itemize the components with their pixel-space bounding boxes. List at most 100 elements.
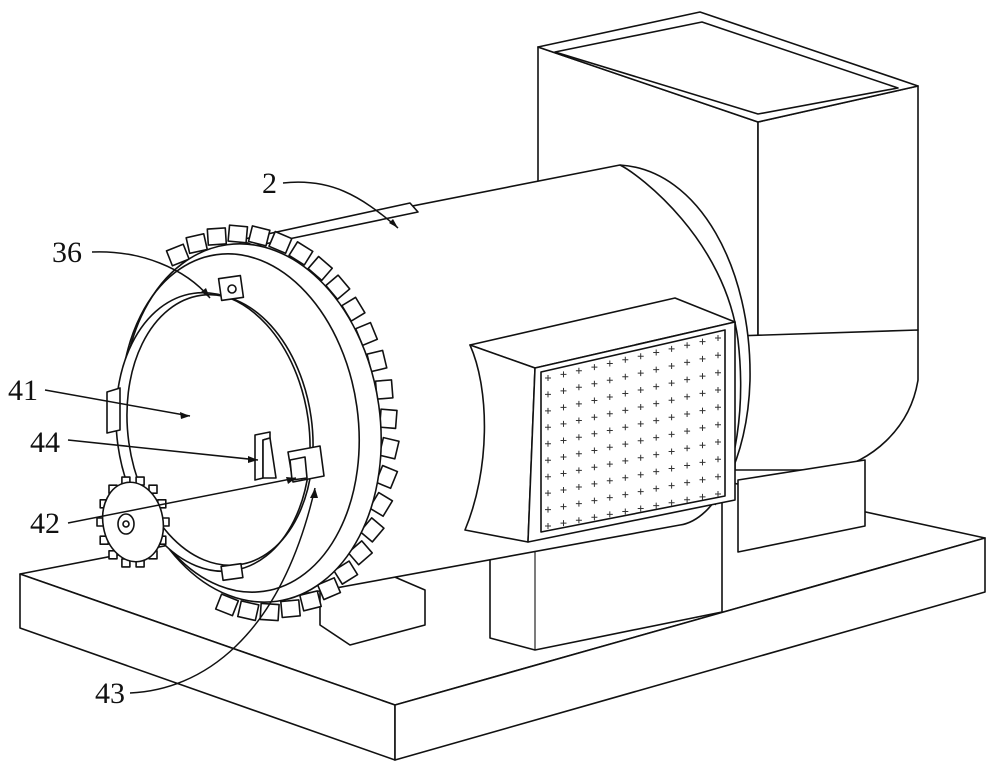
mesh-cross — [715, 491, 721, 497]
latch-block-42 — [287, 445, 325, 483]
mesh-cross — [684, 393, 691, 400]
mesh-cross — [637, 387, 644, 393]
mesh-cross — [637, 370, 644, 377]
mesh-cross — [575, 434, 582, 441]
mesh-cross — [684, 411, 691, 417]
leader-2 — [282, 181, 399, 229]
gear-tooth — [307, 255, 334, 282]
mesh-cross — [606, 410, 613, 417]
mesh-cross — [575, 400, 582, 407]
gear-tooth — [259, 602, 280, 622]
mesh-cross — [545, 473, 551, 480]
mesh-cross — [699, 373, 706, 380]
mesh-cross — [715, 404, 721, 411]
mesh-cross — [668, 414, 675, 421]
leader-lines — [44, 181, 399, 694]
mesh-cross — [699, 407, 706, 414]
mesh-cross — [591, 447, 598, 454]
mesh-cross — [545, 424, 551, 431]
mesh-cross — [637, 471, 644, 478]
mesh-cross — [575, 500, 582, 507]
mesh-cross — [653, 366, 660, 373]
mesh-cross — [560, 387, 567, 394]
arrowhead-41 — [180, 412, 190, 419]
label-44: 44 — [30, 426, 60, 459]
gear-tooth — [359, 517, 385, 543]
mesh-cross — [560, 404, 567, 411]
mesh-cross — [668, 499, 675, 506]
mesh-cross — [622, 373, 629, 380]
mesh-cross — [575, 484, 582, 490]
mesh-cross — [684, 342, 691, 349]
door-hinge-top — [217, 274, 245, 302]
door-hinge-bottom — [220, 562, 244, 582]
door-handle-44 — [254, 431, 277, 481]
gear-tooth — [288, 241, 314, 266]
leader-43 — [129, 487, 316, 694]
mesh-cross — [699, 493, 706, 500]
gear-tooth — [165, 243, 190, 267]
mesh-cross — [637, 404, 644, 410]
mesh-cross — [591, 397, 598, 404]
mesh-cross — [545, 407, 551, 414]
mesh-cross — [699, 476, 706, 483]
mesh-cross — [622, 424, 629, 431]
mesh-cross — [560, 487, 567, 493]
mesh-cross — [653, 468, 660, 475]
mesh-cross — [622, 390, 629, 397]
leader-41 — [44, 389, 191, 417]
mesh-cross — [606, 377, 613, 384]
mesh-cross — [545, 391, 551, 398]
mesh-cross — [653, 434, 660, 441]
filter-mesh — [545, 335, 721, 529]
mesh-cross — [699, 459, 706, 466]
mesh-cross — [560, 437, 567, 444]
mesh-cross — [715, 352, 721, 359]
gear-tooth — [227, 224, 249, 244]
arrowhead-44 — [248, 456, 258, 463]
mesh-cross — [575, 467, 582, 474]
mesh-cross — [622, 356, 629, 363]
mesh-cross — [684, 496, 691, 503]
mesh-cross — [545, 506, 551, 513]
mesh-cross — [684, 445, 691, 452]
mesh-cross — [591, 497, 598, 504]
gear-tooth — [280, 599, 301, 619]
mesh-cross — [699, 338, 706, 345]
mesh-cross — [715, 335, 721, 341]
gear-tooth — [268, 230, 293, 255]
mesh-cross — [545, 490, 551, 497]
pinion-tooth — [148, 484, 158, 495]
mesh-cross — [591, 380, 598, 387]
mesh-cross — [653, 349, 660, 356]
mesh-cross — [715, 387, 721, 393]
mesh-cross — [560, 470, 567, 477]
mesh-cross — [684, 479, 691, 486]
mesh-cross — [622, 474, 629, 481]
arrowhead-43 — [310, 488, 318, 498]
filter-box — [464, 297, 736, 543]
gear-tooth — [236, 600, 260, 622]
mesh-cross — [575, 417, 582, 424]
mesh-cross — [606, 427, 613, 434]
mesh-cross — [684, 428, 691, 435]
rear-housing — [734, 329, 919, 553]
mesh-cross — [606, 360, 613, 367]
mesh-cross — [699, 355, 706, 362]
label-2: 2 — [262, 167, 277, 200]
mesh-cross — [622, 441, 629, 448]
mesh-cross — [575, 384, 582, 391]
mesh-cross — [684, 359, 691, 366]
mesh-cross — [575, 517, 582, 524]
mesh-cross — [545, 375, 551, 381]
mesh-cross — [684, 376, 691, 383]
label-43: 43 — [95, 677, 125, 710]
mesh-cross — [545, 440, 551, 447]
gear-tooth — [185, 233, 209, 255]
mesh-cross — [637, 454, 644, 461]
mesh-cross — [560, 520, 567, 527]
mesh-cross — [653, 451, 660, 458]
mesh-cross — [715, 456, 721, 463]
arrowhead-36 — [201, 288, 210, 298]
label-41: 41 — [8, 374, 38, 407]
